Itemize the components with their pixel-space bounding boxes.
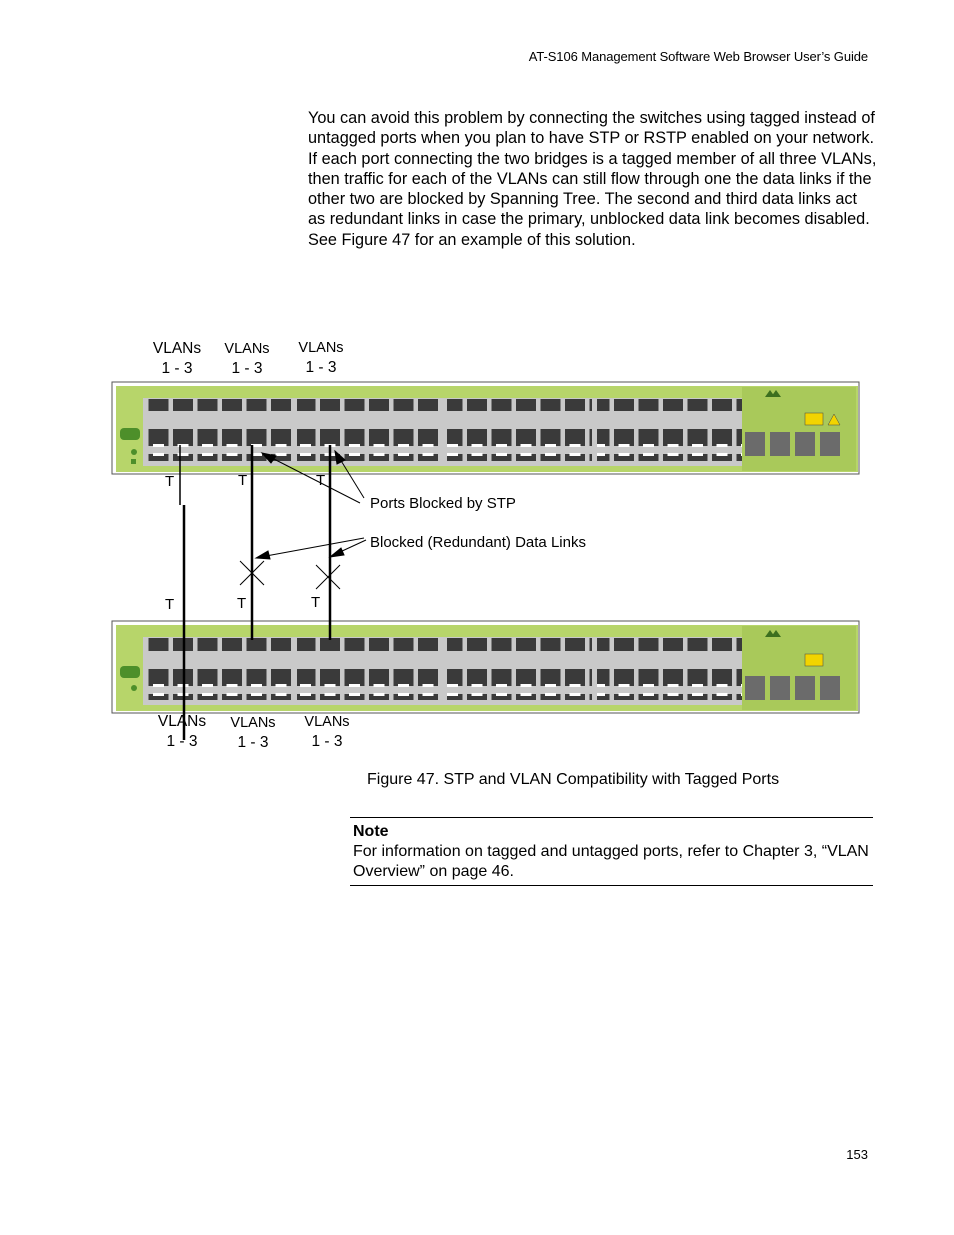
- switch-top: [111, 381, 860, 475]
- callout-arrows: [254, 449, 367, 560]
- body-paragraph: You can avoid this problem by connecting…: [308, 109, 877, 249]
- tag-marker: T: [237, 595, 247, 612]
- callout-blocked-links: Blocked (Redundant) Data Links: [370, 534, 586, 551]
- tag-marker: T: [238, 472, 248, 489]
- tag-marker: T: [165, 473, 175, 490]
- running-header: AT-S106 Management Software Web Browser …: [528, 49, 868, 64]
- tag-marker: T: [311, 594, 321, 611]
- data-links: [179, 445, 332, 740]
- figure-caption: Figure 47. STP and VLAN Compatibility wi…: [367, 771, 780, 788]
- note-heading: Note: [353, 823, 389, 840]
- page-number: 153: [846, 1147, 868, 1162]
- tag-marker: T: [316, 472, 326, 489]
- blocked-link-marks: [239, 560, 341, 590]
- callout-ports-blocked: Ports Blocked by STP: [370, 495, 516, 512]
- switch-bottom: [111, 620, 860, 714]
- note-text: For information on tagged and untagged p…: [353, 843, 869, 880]
- note-box: Note For information on tagged and untag…: [350, 817, 873, 886]
- tag-marker: T: [165, 596, 175, 613]
